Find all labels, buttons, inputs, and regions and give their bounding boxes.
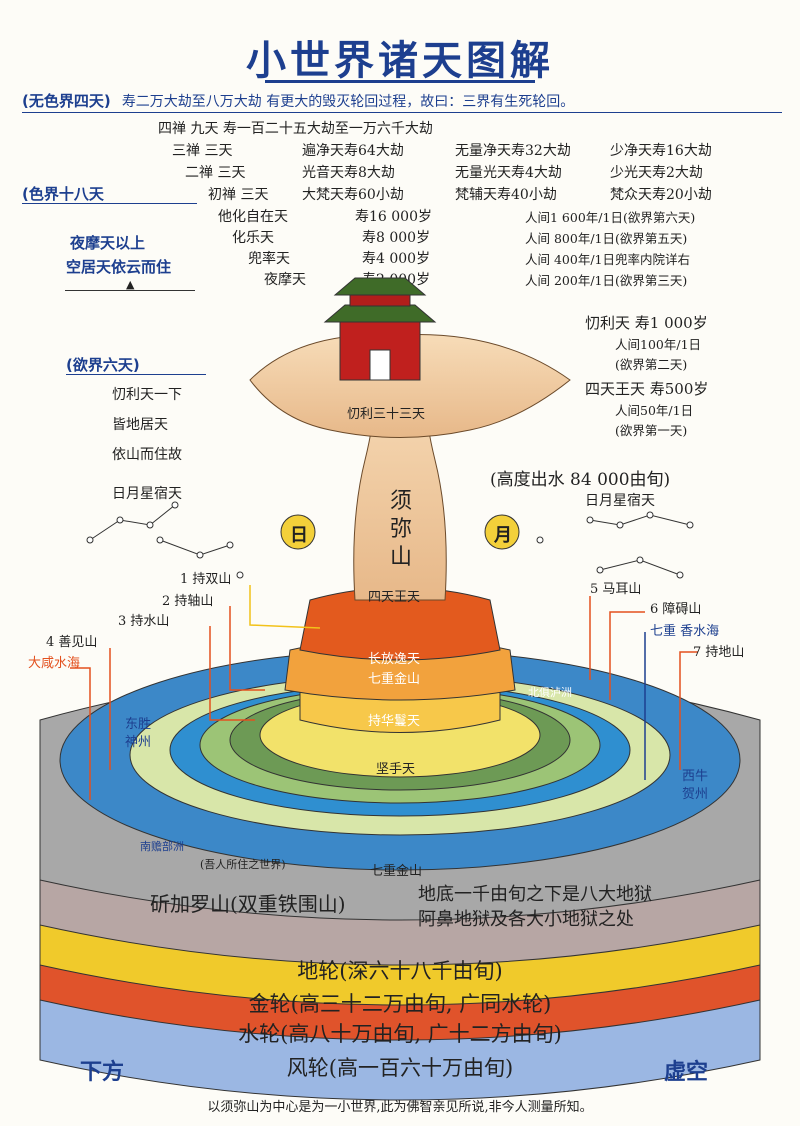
heaven-huale-human: 人间 800年/1日(欲界第五天) [525,231,688,246]
heaven-doushuai-name: 兜率天 [248,251,290,267]
sumeru-char-1: 须 [389,489,412,514]
continent-south-note: (吾人所住之世界) [200,858,286,871]
sun-label: 日 [290,525,308,546]
water-wheel-label: 水轮(高八十万由旬, 广十二方由旬) [238,1022,562,1046]
continent-west-2: 贺州 [682,787,709,802]
mountain-1: 1 持双山 [180,572,232,587]
trayastrimsa-rank: (欲界第二天) [615,357,688,372]
yama-rule [65,290,195,291]
title-underline [265,80,535,83]
continent-west: 西牛 贺州 [682,768,708,804]
tier-label-3: 持华鬘天 [368,714,421,729]
heaven-fanzhong: 梵众天寿20小劫 [610,187,712,203]
palace [323,277,437,381]
trayastrimsa-human: 人间100年/1日 [615,337,702,352]
hell-note-2: 阿鼻地狱及各大小地狱之处 [418,909,634,930]
formless-text: 寿二万大劫至八万大劫 有更大的毁灭轮回过程，故曰：三界有生死轮回。 [121,94,575,110]
left-note-3: 依山而住故 [112,447,182,463]
heaven-bianjing: 遍净天寿64大劫 [302,143,404,159]
left-notes: 忉利天一下 皆地居天 依山而住故 [112,380,182,470]
heaven-tahua-life: 寿16 000岁 [355,209,432,225]
callout-lines [70,585,698,800]
sumeru-char-2: 弥 [389,517,412,542]
mountain-4: 4 善见山 [46,635,98,650]
sun-moon-stars-right: 日月星宿天 [585,493,655,509]
sun-disk [280,514,316,550]
tier-label-2: 七重金山 [368,672,421,687]
heaven-yemo-human: 人间 200年/1日(欲界第三天) [525,273,688,288]
hell-note-1: 地底一千由旬之下是八大地狱 [418,884,652,905]
heaven-doushuai-life: 寿4 000岁 [362,251,431,267]
footer-note: 以须弥山为中心是为一小世界,此为佛智亲见所说,非今人测量所知。 [207,1100,593,1115]
ocean-right: 七重 香水海 [650,624,720,639]
continent-south: 南赡部洲 [140,840,184,853]
earth-wheel-label: 地轮(深六十八千由旬) [297,959,503,983]
heaven-tahua-human: 人间1 600年/1日(欲界第六天) [525,210,696,225]
sun-moon-stars-left: 日月星宿天 [112,486,182,502]
void-label: 虚空 [664,1060,709,1085]
fourkings-rank: (欲界第一天) [615,423,688,438]
heaven-tahua-name: 他化自在天 [218,209,288,225]
heaven-huale-life: 寿8 000岁 [362,230,431,246]
heaven-doushuai-human: 人间 400年/1日兜率内院详右 [525,252,690,267]
continent-east-2: 神州 [125,735,152,750]
fourkings-human: 人间50年/1日 [615,403,694,418]
ocean-left: 大咸水海 [28,656,81,671]
continent-west-1: 西牛 [682,769,709,784]
mountain-6: 6 障碍山 [650,602,702,617]
trayastrimsa-label: 忉利三十三天 [347,407,426,422]
sumeru-label: 须 弥 山 [388,488,414,572]
formless-heading: (无色界四天) [22,92,111,110]
trayastrimsa-life: 忉利天 寿1 000岁 [585,314,708,332]
heaven-huale-name: 化乐天 [232,230,274,246]
four-kings-label: 四天王天 [368,590,421,605]
gold-wheel-label: 金轮(高三十二万由旬, 广同水轮) [248,992,552,1016]
wind-wheel-label: 风轮(高一百六十万由旬) [286,1056,514,1080]
page-title: 小世界诸天图解 [246,38,554,84]
heaven-wuliangguang: 无量光天寿4大劫 [455,165,562,181]
below-label: 下方 [80,1060,125,1085]
formless-row: (无色界四天) 寿二万大劫至八万大劫 有更大的毁灭轮回过程，故曰：三界有生死轮回… [22,90,782,113]
up-arrow-icon: ▲ [126,278,135,291]
mountain-7: 7 持地山 [693,645,745,660]
form-line-2: 二禅 三天 [185,165,246,181]
form-line-4: 四禅 九天 寿一百二十五大劫至一万六千大劫 [158,121,433,137]
left-note-1: 忉利天一下 [112,387,182,403]
desire-heading: (欲界六天) [66,356,140,374]
fourkings-life: 四天王天 寿500岁 [585,380,709,398]
iron-ring-label: 斫加罗山(双重铁围山) [150,892,346,916]
heaven-fanfu: 梵辅天寿40小劫 [455,187,557,203]
seven-gold-label: 七重金山 [370,864,423,879]
tier-label-1: 长放逸天 [368,652,421,667]
height-note: (高度出水 84 000由旬) [490,470,671,490]
form-line-1: 初禅 三天 [208,187,269,203]
continent-east: 东胜 神州 [125,716,151,752]
constellations [86,501,694,579]
tier-label-4: 坚手天 [376,762,416,777]
sumeru-char-3: 山 [389,545,412,570]
heaven-shaoguang: 少光天寿2大劫 [610,165,703,181]
heaven-shaojing: 少净天寿16大劫 [610,143,712,159]
desire-rule [66,374,206,375]
continent-east-1: 东胜 [125,717,152,732]
continent-north: 北俱泸洲 [528,686,572,699]
mountain-2: 2 持轴山 [162,594,214,609]
form-rule [22,203,197,204]
form-heading: (色界十八天 [22,185,104,203]
form-line-3: 三禅 三天 [172,143,233,159]
heaven-wuliangjing: 无量净天寿32大劫 [455,143,571,159]
heaven-yemo-name: 夜摩天 [264,272,306,288]
mountain-3: 3 持水山 [118,614,170,629]
heaven-guangyin: 光音天寿8大劫 [302,165,395,181]
left-note-2: 皆地居天 [112,417,168,433]
yama-note-2: 空居天依云而住 [66,258,172,276]
moon-label: 月 [494,525,512,546]
yama-note-1: 夜摩天以上 [70,234,146,252]
heaven-dafan: 大梵天寿60小劫 [302,187,404,203]
moon-disk [484,514,520,550]
mountain-5: 5 马耳山 [590,582,642,597]
